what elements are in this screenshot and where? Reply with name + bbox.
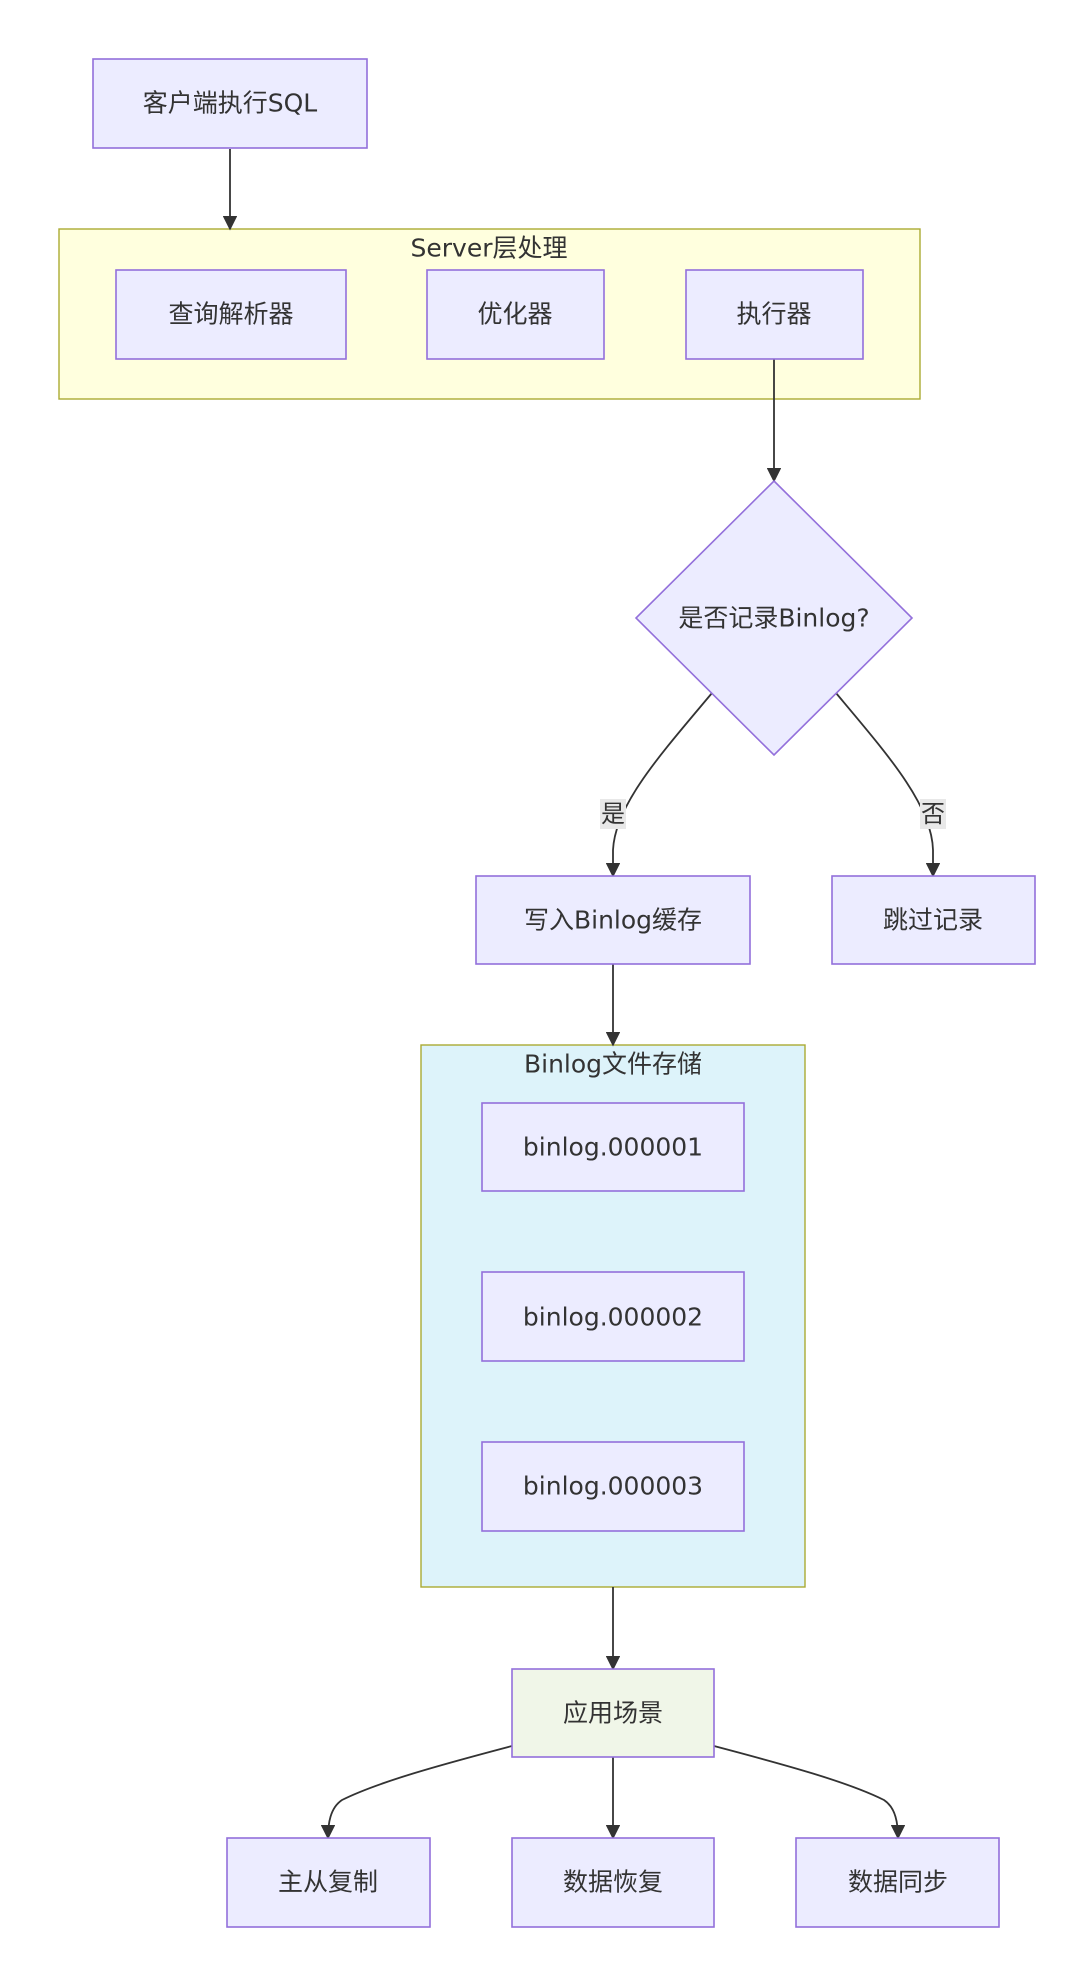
node-query-parser: 查询解析器: [115, 269, 347, 360]
node-optimizer: 优化器: [426, 269, 605, 360]
node-application-scenarios-label: 应用场景: [563, 1699, 663, 1728]
node-binlog-000001-label: binlog.000001: [523, 1133, 703, 1162]
edge-decision-no: [835, 692, 941, 878]
edge-label-yes: 是: [600, 799, 626, 829]
node-write-binlog-cache-label: 写入Binlog缓存: [524, 906, 702, 935]
node-data-recovery: 数据恢复: [511, 1837, 715, 1928]
node-data-sync-label: 数据同步: [848, 1868, 948, 1897]
node-client-sql-label: 客户端执行SQL: [143, 89, 318, 118]
node-optimizer-label: 优化器: [477, 300, 552, 329]
node-query-parser-label: 查询解析器: [168, 300, 293, 329]
node-master-slave-replication-label: 主从复制: [278, 1868, 378, 1897]
edge-decision-yes: [605, 692, 713, 878]
node-binlog-000003-label: binlog.000003: [523, 1472, 703, 1501]
node-skip-record-label: 跳过记录: [883, 906, 983, 935]
node-master-slave-replication: 主从复制: [226, 1837, 431, 1928]
node-client-sql: 客户端执行SQL: [92, 58, 368, 149]
node-binlog-000001: binlog.000001: [481, 1102, 745, 1192]
node-binlog-000002: binlog.000002: [481, 1271, 745, 1362]
edge-label-no: 否: [920, 799, 946, 829]
node-binlog-000003: binlog.000003: [481, 1441, 745, 1532]
node-skip-record: 跳过记录: [831, 875, 1036, 965]
node-executor-label: 执行器: [736, 300, 811, 329]
node-data-sync: 数据同步: [795, 1837, 1000, 1928]
node-binlog-000002-label: binlog.000002: [523, 1303, 703, 1332]
edge-label-no-text: 否: [921, 800, 945, 828]
node-record-binlog-decision: 是否记录Binlog?: [634, 479, 914, 757]
server-layer-title: Server层处理: [411, 234, 568, 263]
node-write-binlog-cache: 写入Binlog缓存: [475, 875, 751, 965]
node-application-scenarios: 应用场景: [511, 1668, 715, 1758]
node-record-binlog-decision-label: 是否记录Binlog?: [678, 604, 869, 633]
binlog-storage-title: Binlog文件存储: [524, 1050, 702, 1079]
edge-scenarios-to-sync: [713, 1745, 906, 1840]
node-data-recovery-label: 数据恢复: [563, 1868, 663, 1897]
edge-scenarios-to-replication: [320, 1745, 513, 1840]
node-executor: 执行器: [685, 269, 864, 360]
edge-label-yes-text: 是: [601, 800, 625, 828]
